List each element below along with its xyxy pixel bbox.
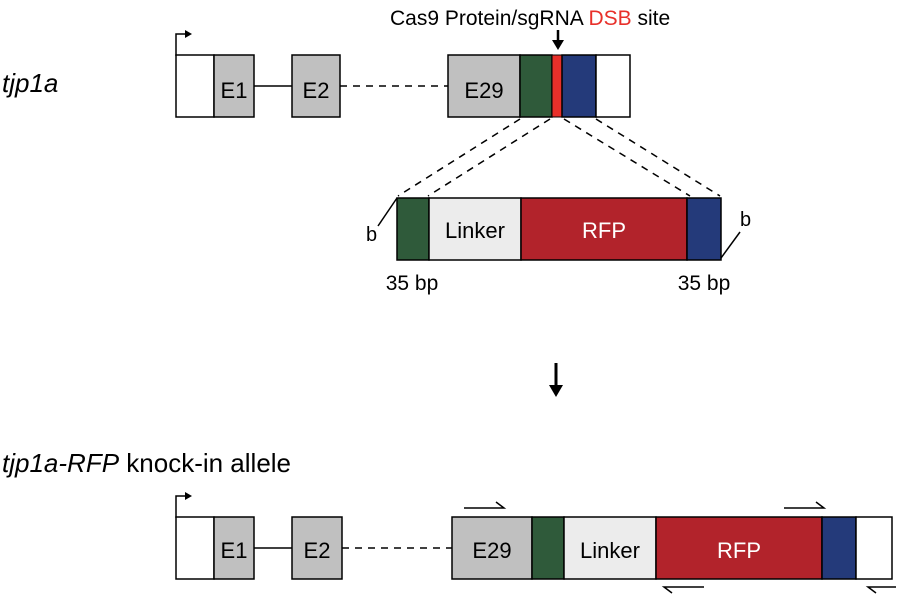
ki-left-homology-region <box>531 516 565 580</box>
right-arm-line <box>720 231 741 259</box>
tss-arrow-icon-knockin <box>175 492 192 518</box>
cas9-caption-prefix: Cas9 Protein/sgRNA <box>390 7 588 30</box>
ki-exon-e29-label: E29 <box>472 538 511 563</box>
ki-linker <box>563 516 657 580</box>
projection-lines <box>397 118 721 197</box>
left-arm-length: 35 bp <box>386 272 439 295</box>
knockin-title-gene: tjp1a-RFP <box>2 448 120 478</box>
left-arm-line <box>377 197 398 227</box>
knockin-title-rest: knock-in allele <box>119 448 291 478</box>
dsb-site-bar <box>551 54 563 118</box>
knockin-title: tjp1a-RFP knock-in allele <box>2 448 291 478</box>
donor-right-homology-arm <box>686 197 722 261</box>
donor-left-homology-arm <box>396 197 430 261</box>
ki-exon-e2 <box>291 516 343 580</box>
right-arm-label: b <box>740 209 751 231</box>
tss-arrow-icon <box>175 30 192 56</box>
ki-rfp-label: RFP <box>717 538 761 563</box>
left-arm-label: b <box>366 224 377 246</box>
right-arm-length: 35 bp <box>678 272 731 295</box>
primer-reverse-icon-2 <box>865 586 896 594</box>
ki-exon-e1-label: E1 <box>221 538 248 563</box>
utr-3-box <box>595 54 631 118</box>
ki-right-homology-region <box>821 516 857 580</box>
ki-utr-5-box <box>175 516 215 580</box>
primer-forward-icon-1 <box>464 501 507 509</box>
ki-linker-label: Linker <box>580 538 640 563</box>
donor-rfp-label: RFP <box>582 218 626 243</box>
exon-e1-label: E1 <box>221 78 248 103</box>
donor-linker <box>428 197 522 261</box>
cas9-caption: Cas9 Protein/sgRNA DSB site <box>390 7 670 30</box>
result-arrow-icon <box>549 363 563 397</box>
right-homology-region <box>561 54 597 118</box>
ki-exon-e29 <box>451 516 533 580</box>
utr-5-box <box>175 54 215 118</box>
primer-forward-icon-2 <box>784 501 827 509</box>
dsb-arrow-icon <box>552 30 564 50</box>
gene-label: tjp1a <box>2 68 58 98</box>
exon-e29 <box>447 54 521 118</box>
dsb-highlight: DSB <box>588 7 631 30</box>
donor-linker-label: Linker <box>445 218 505 243</box>
left-homology-region <box>519 54 553 118</box>
exon-e2-label: E2 <box>303 78 330 103</box>
primer-reverse-icon-1 <box>661 586 704 594</box>
donor-rfp <box>520 197 688 261</box>
ki-utr-3-box <box>855 516 893 580</box>
primer-arrows <box>464 501 896 594</box>
ki-exon-e2-label: E2 <box>304 538 331 563</box>
exon-e29-label: E29 <box>464 78 503 103</box>
cas9-caption-suffix: site <box>632 7 671 30</box>
ki-rfp <box>655 516 823 580</box>
